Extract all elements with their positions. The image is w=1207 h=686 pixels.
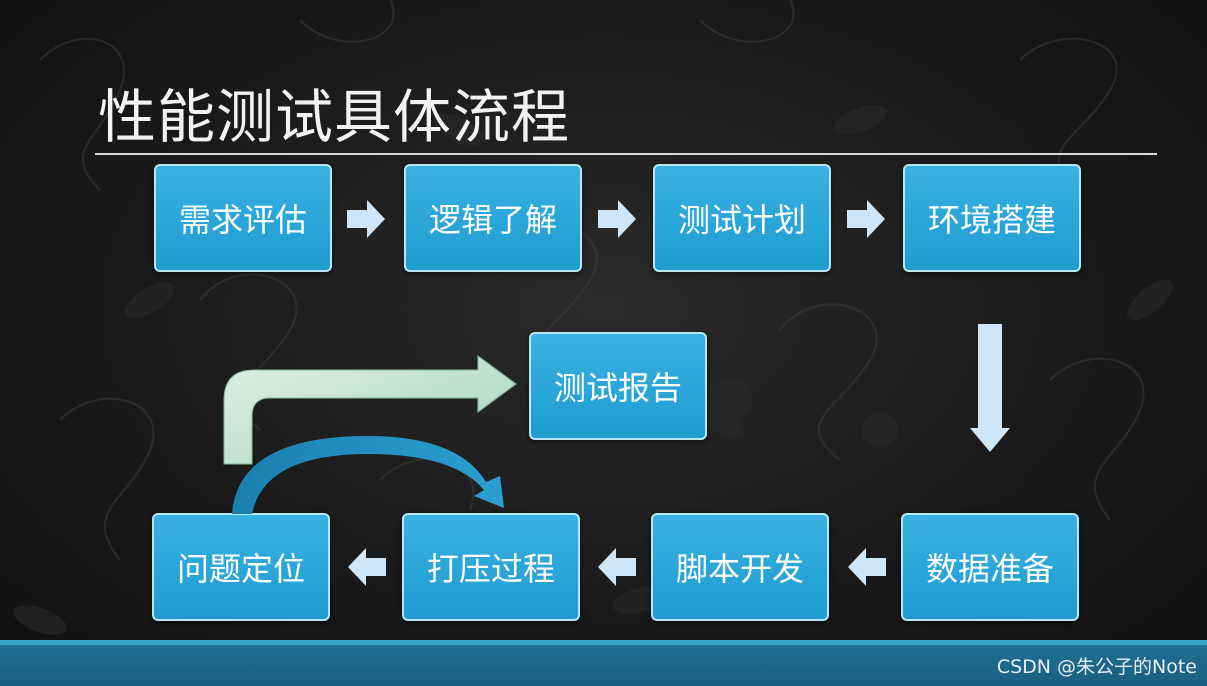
arrow-down-icon: [970, 324, 1010, 452]
title-divider: [95, 153, 1157, 155]
watermark: CSDN @朱公子的Note: [996, 656, 1197, 678]
bent-arrow-icon: [223, 355, 517, 465]
step-logic-understanding: 逻辑了解: [404, 164, 582, 272]
arrow-left-icon: [598, 548, 636, 586]
step-data-preparation: 数据准备: [901, 513, 1079, 621]
step-environment-setup: 环境搭建: [903, 164, 1081, 272]
step-requirement-evaluation: 需求评估: [154, 164, 332, 272]
step-test-plan: 测试计划: [653, 164, 831, 272]
step-test-report: 测试报告: [529, 332, 707, 440]
step-script-development: 脚本开发: [651, 513, 829, 621]
arrow-left-icon: [348, 548, 386, 586]
footer-bar: [0, 640, 1207, 686]
curved-arrow-icon: [232, 436, 504, 514]
arrow-right-icon: [598, 200, 636, 238]
arrow-left-icon: [848, 548, 886, 586]
step-problem-locating: 问题定位: [152, 513, 330, 621]
page-title: 性能测试具体流程: [98, 83, 571, 151]
step-load-process: 打压过程: [402, 513, 580, 621]
arrow-right-icon: [347, 200, 385, 238]
arrow-right-icon: [847, 200, 885, 238]
